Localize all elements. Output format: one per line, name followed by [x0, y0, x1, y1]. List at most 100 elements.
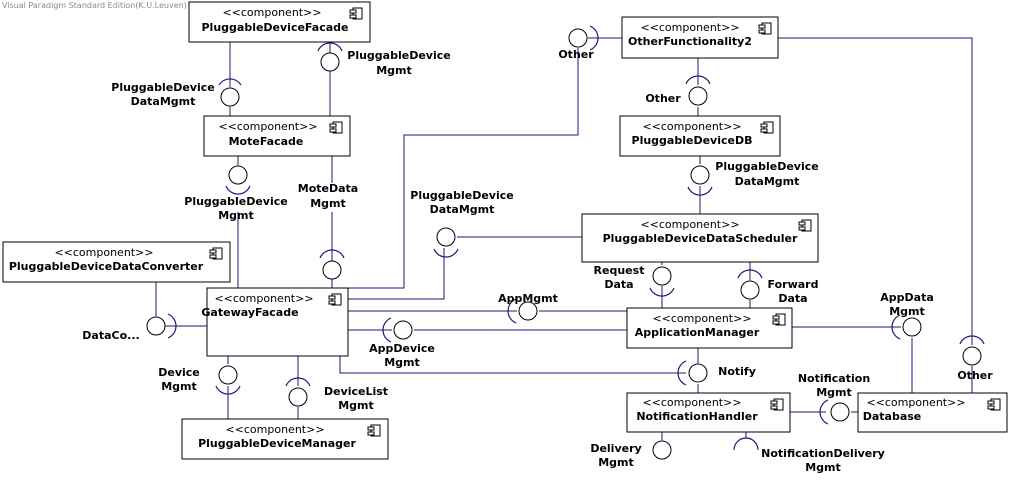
label-other-right: Other	[957, 369, 993, 382]
label-db-datamgmt-2: DataMgmt	[735, 175, 800, 188]
interface-socket-notification-mgmt	[819, 399, 829, 425]
component-mote-facade[interactable]: <<component>> MoteFacade	[203, 115, 351, 157]
component-icon	[987, 398, 1001, 411]
component-pluggable-device-db[interactable]: <<component>> PluggableDeviceDB	[619, 115, 781, 157]
interface-socket-dataco	[167, 313, 177, 339]
interface-ball-forward-data	[740, 280, 760, 300]
label-pdf-datamgmt-2: DataMgmt	[131, 95, 196, 108]
label-devicelist-mgmt-2: Mgmt	[338, 399, 374, 412]
component-box	[581, 213, 819, 263]
component-application-manager[interactable]: <<component>> ApplicationManager	[626, 307, 793, 349]
component-icon	[798, 219, 812, 232]
component-name: PluggableDeviceDB	[632, 134, 753, 147]
wire-gw-scheduler-datamgmt	[348, 248, 445, 300]
wire-of2-other-right	[778, 37, 973, 345]
interface-ball-appmgmt	[518, 301, 538, 321]
interface-socket-request-data	[649, 287, 675, 297]
component-other-functionality2[interactable]: <<component>> OtherFunctionality2	[621, 16, 779, 59]
label-other-left: Other	[558, 48, 594, 61]
interface-ball-db-datamgmt	[690, 165, 710, 185]
component-pluggable-device-manager[interactable]: <<component>> PluggableDeviceManager	[181, 418, 389, 460]
interface-ball-other-db	[688, 86, 708, 106]
interface-socket-db-datamgmt	[687, 186, 713, 196]
interface-ball-notification-mgmt	[830, 402, 850, 422]
component-icon	[367, 424, 381, 437]
label-appdata-mgmt-2: Mgmt	[889, 305, 925, 318]
label-pdf-datamgmt-1: PluggableDevice	[111, 81, 214, 94]
component-box	[181, 418, 389, 460]
component-icon	[758, 22, 772, 35]
label-forward-data-1: Forward	[768, 278, 819, 291]
component-icon	[772, 313, 786, 326]
label-scheduler-datamgmt-2: DataMgmt	[430, 203, 495, 216]
label-device-mgmt-2: Mgmt	[161, 380, 197, 393]
interface-ball-notify	[688, 363, 708, 383]
interface-socket-notify	[677, 360, 687, 386]
interface-ball-pdf-mgmt	[320, 52, 340, 72]
label-mote-data-mgmt-2: Mgmt	[310, 197, 346, 210]
interfaces	[146, 25, 985, 460]
component-icon	[329, 121, 343, 134]
interface-socket-mote-pd-mgmt	[225, 185, 251, 195]
component-gateway-facade[interactable]: <<component>> GatewayFacade	[201, 287, 349, 357]
component-icon	[328, 293, 342, 306]
label-notification-mgmt-2: Mgmt	[816, 386, 852, 399]
interface-ball-request-data	[652, 266, 672, 286]
interface-socket-appdevice-mgmt	[382, 317, 392, 343]
label-notification-mgmt-1: Notification	[798, 372, 870, 385]
component-stereotype: <<component>>	[640, 218, 739, 231]
interface-socket-mote-data-mgmt	[319, 249, 345, 259]
component-stereotype: <<component>>	[866, 396, 965, 409]
component-database[interactable]: <<component>> Database	[857, 392, 1008, 433]
label-other-db: Other	[645, 92, 681, 105]
component-pluggable-device-facade[interactable]: <<component>> PluggableDeviceFacade	[188, 1, 371, 43]
component-name: GatewayFacade	[201, 306, 298, 319]
interface-socket-pdf-datamgmt	[218, 78, 242, 86]
interface-socket-notification-delivery	[733, 437, 759, 451]
label-appmgmt: AppMgmt	[498, 292, 558, 305]
component-name: PluggableDeviceFacade	[201, 21, 348, 34]
interface-socket-devicelist-mgmt	[285, 377, 311, 387]
component-pluggable-device-data-scheduler[interactable]: <<component>> PluggableDeviceDataSchedul…	[581, 213, 819, 263]
label-request-data-2: Data	[604, 278, 633, 291]
component-icon	[760, 121, 774, 134]
interface-ball-device-mgmt	[218, 365, 238, 385]
component-stereotype: <<component>>	[640, 21, 739, 34]
component-box	[2, 241, 231, 283]
component-stereotype: <<component>>	[225, 423, 324, 436]
interface-ball-other-right	[962, 346, 982, 366]
interface-socket-device-mgmt	[215, 385, 241, 395]
component-name: PluggableDeviceDataScheduler	[603, 232, 798, 245]
component-box	[857, 392, 1008, 433]
component-pluggable-device-data-converter[interactable]: <<component>> PluggableDeviceDataConvert…	[2, 241, 231, 283]
component-name: Database	[863, 410, 922, 423]
component-name: MoteFacade	[229, 135, 304, 148]
interface-socket-other-db	[685, 75, 711, 85]
component-stereotype: <<component>>	[642, 120, 741, 133]
component-name: ApplicationManager	[635, 326, 760, 339]
label-appdevice-mgmt-2: Mgmt	[384, 356, 420, 369]
component-stereotype: <<component>>	[214, 292, 313, 305]
interface-socket-other-left	[589, 25, 599, 51]
component-icon	[209, 247, 223, 260]
component-box	[626, 392, 791, 433]
label-appdevice-mgmt-1: AppDevice	[369, 342, 435, 355]
label-db-datamgmt-1: PluggableDevice	[715, 160, 818, 173]
component-name: PluggableDeviceDataConverter	[9, 260, 204, 273]
watermark: Visual Paradigm Standard Edition(K.U.Leu…	[2, 1, 187, 10]
component-stereotype: <<component>>	[218, 120, 317, 133]
component-icon	[770, 398, 784, 411]
label-delivery-mgmt-1: Delivery	[590, 442, 641, 455]
interface-ball-mote-data-mgmt	[322, 260, 342, 280]
component-notification-handler[interactable]: <<component>> NotificationHandler	[626, 392, 791, 433]
interface-ball-devicelist-mgmt	[288, 387, 308, 407]
wire-gw-notify	[339, 356, 686, 374]
label-forward-data-2: Data	[778, 292, 807, 305]
label-request-data-1: Request	[594, 264, 645, 277]
component-stereotype: <<component>>	[222, 6, 321, 19]
interface-socket-pdf-mgmt	[317, 42, 343, 52]
interface-socket-appmgmt	[507, 298, 517, 324]
interface-labels: PluggableDevice DataMgmt PluggableDevice…	[82, 48, 993, 474]
interface-ball-pdf-datamgmt	[220, 87, 240, 107]
interface-socket-scheduler-datamgmt	[433, 248, 459, 258]
